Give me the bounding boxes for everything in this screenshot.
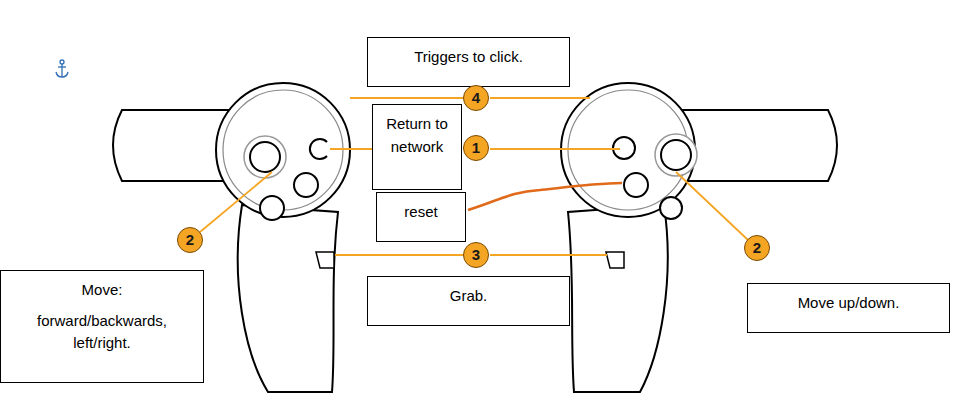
text-box: Grab. [367, 276, 570, 326]
callout-number: 4 [463, 85, 489, 111]
reset-leader [468, 183, 622, 210]
callout-number: 3 [463, 242, 489, 268]
text-box: Move up/down. [747, 283, 950, 333]
text-box: Move: forward/backwards, left/right. [0, 270, 204, 383]
anchor-icon [56, 60, 68, 77]
box-text: Move: [15, 279, 190, 302]
box-text: reset [383, 201, 459, 224]
box-text: Move up/down. [754, 292, 943, 315]
text-box: Triggers to click. [367, 37, 570, 87]
box-text: Grab. [374, 285, 563, 308]
right-controller [561, 83, 837, 392]
leader-lines [200, 98, 748, 255]
callout-number: 1 [463, 135, 489, 161]
box-text: forward/backwards, left/right. [15, 310, 190, 355]
box-text: Triggers to click. [374, 46, 563, 69]
text-box: reset [376, 192, 466, 242]
callout-number: 2 [744, 235, 770, 261]
text-box: Return to network [372, 104, 462, 190]
callout-number: 2 [177, 227, 203, 253]
box-text: Return to network [386, 113, 448, 158]
